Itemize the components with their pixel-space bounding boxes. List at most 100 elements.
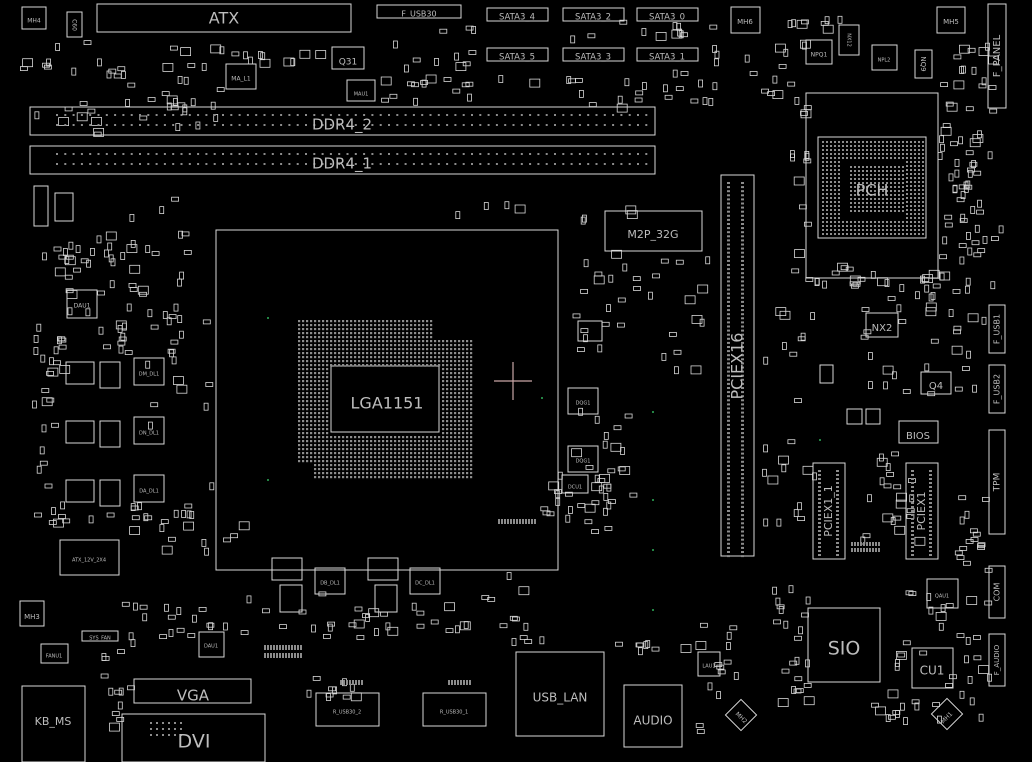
dcu1-chip[interactable] [561, 474, 589, 494]
db-dl1-inductor[interactable] [314, 567, 346, 595]
r-usb30-2-header[interactable] [315, 692, 380, 727]
audio-connector[interactable] [623, 684, 683, 748]
pciex16-slot[interactable] [720, 174, 755, 557]
pad [406, 336, 409, 339]
pad [458, 420, 461, 423]
com-header[interactable] [988, 565, 1006, 619]
vrm-mosfet-6[interactable] [99, 479, 121, 507]
sata3-4-port[interactable] [486, 7, 549, 22]
sata3-3-port[interactable] [562, 47, 625, 62]
da-dl1-inductor[interactable] [133, 474, 165, 503]
npl2-inductor[interactable] [871, 44, 898, 71]
dc-dl1-inductor[interactable] [409, 567, 441, 595]
bios-cap-2[interactable] [865, 408, 881, 425]
q4-mosfet[interactable] [920, 371, 952, 395]
ma-l1-inductor[interactable] [225, 63, 257, 90]
vrm-controller-chip[interactable] [198, 631, 225, 658]
vrm-mosfet-1[interactable] [65, 361, 95, 385]
c60-capacitor[interactable] [66, 11, 83, 38]
pciex1-slot[interactable] [905, 462, 939, 560]
usb-lan-connector[interactable] [515, 651, 605, 737]
lau1-chip[interactable] [697, 651, 721, 677]
vrm-mosfet-4[interactable] [99, 420, 121, 448]
smd-component [888, 714, 896, 720]
pad [918, 217, 920, 219]
nx2-crystal[interactable] [865, 312, 899, 338]
m2p-32g-slot[interactable] [604, 210, 703, 252]
pad [854, 166, 856, 168]
atx-12v-connector[interactable] [59, 539, 120, 576]
pad [578, 114, 581, 116]
pad [886, 141, 888, 143]
nq9-mosfet[interactable] [914, 49, 933, 79]
dqg1-a-chip[interactable] [567, 387, 599, 415]
sata3-2-port[interactable] [562, 7, 625, 22]
smd-component [171, 356, 177, 365]
pad [741, 321, 744, 324]
left-capacitor[interactable] [33, 185, 49, 227]
dm-dl1-inductor[interactable] [133, 357, 165, 386]
smd-component [116, 717, 125, 722]
sio-chip[interactable] [807, 607, 881, 683]
sata3-0-port[interactable] [636, 7, 699, 22]
pad [414, 460, 417, 463]
pad [434, 456, 437, 459]
mau1-chip[interactable] [346, 79, 376, 102]
q31-mosfet[interactable] [331, 46, 365, 70]
pad [318, 400, 321, 403]
ddr4-1-slot[interactable] [29, 145, 656, 175]
vrm-mosfet-5[interactable] [65, 479, 95, 503]
pad [322, 344, 325, 347]
label-q4: Q4 [929, 381, 943, 392]
tpm-header[interactable] [988, 429, 1006, 535]
pcie-cap[interactable] [819, 364, 834, 384]
cu1-chip[interactable] [911, 647, 954, 689]
smd-component [439, 28, 448, 34]
pad [390, 360, 393, 363]
pad [442, 404, 445, 407]
f-usb2-header[interactable] [988, 364, 1006, 414]
pad [314, 364, 317, 367]
npq1-chip[interactable] [805, 39, 833, 65]
sata3-1-port[interactable] [636, 47, 699, 62]
nx12-crystal[interactable] [838, 24, 860, 56]
f-panel-header[interactable] [987, 3, 1007, 109]
bios-chip[interactable] [898, 420, 939, 444]
right-mosfet[interactable] [577, 320, 603, 342]
pciex1-1-slot[interactable] [812, 462, 846, 560]
dvi-connector[interactable] [121, 713, 266, 762]
socket-mosfet-2[interactable] [367, 557, 399, 581]
pad [147, 124, 150, 126]
smd-component [51, 507, 56, 516]
fan-u1-chip[interactable] [40, 643, 69, 664]
left-regulator[interactable] [54, 192, 74, 222]
r-usb30-1-header[interactable] [422, 692, 487, 727]
vga-connector[interactable] [133, 678, 252, 704]
socket-mosfet-1[interactable] [271, 557, 303, 581]
atx-connector[interactable] [96, 3, 352, 33]
ddr4-2-slot[interactable] [29, 106, 656, 136]
dau1-chip[interactable] [66, 289, 98, 319]
vrm-mosfet-3[interactable] [65, 420, 95, 444]
dn-dl1-inductor[interactable] [133, 416, 165, 445]
cpu-socket-outline[interactable] [215, 229, 559, 571]
socket-mosfet-3[interactable] [279, 584, 303, 613]
sata3-5-port[interactable] [486, 47, 549, 62]
bios-cap-1[interactable] [846, 408, 863, 425]
pad [382, 444, 385, 447]
vrm-mosfet-2[interactable] [99, 361, 121, 389]
kb-ms-connector[interactable] [21, 685, 86, 762]
sys-fan-header[interactable] [81, 630, 119, 642]
dqg1-b-chip[interactable] [567, 445, 599, 473]
pad [826, 233, 828, 235]
f-usb30-header[interactable] [376, 4, 462, 19]
pch-chip[interactable] [817, 136, 927, 239]
pad [875, 542, 877, 546]
f-audio-header[interactable] [988, 633, 1006, 687]
pad [862, 141, 864, 143]
f-usb1-header[interactable] [988, 304, 1006, 354]
pad [314, 348, 317, 351]
socket-mosfet-4[interactable] [374, 584, 398, 613]
pad [72, 163, 75, 165]
